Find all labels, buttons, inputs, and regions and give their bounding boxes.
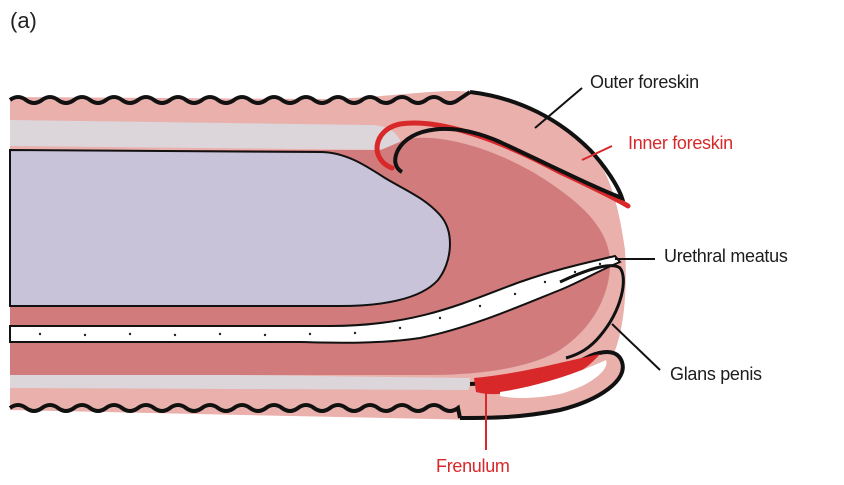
label-frenulum: Frenulum bbox=[436, 456, 510, 477]
label-glans-penis: Glans penis bbox=[670, 364, 762, 385]
label-outer-foreskin: Outer foreskin bbox=[590, 72, 699, 93]
label-urethral-meatus: Urethral meatus bbox=[664, 246, 788, 267]
label-inner-foreskin: Inner foreskin bbox=[628, 133, 733, 154]
